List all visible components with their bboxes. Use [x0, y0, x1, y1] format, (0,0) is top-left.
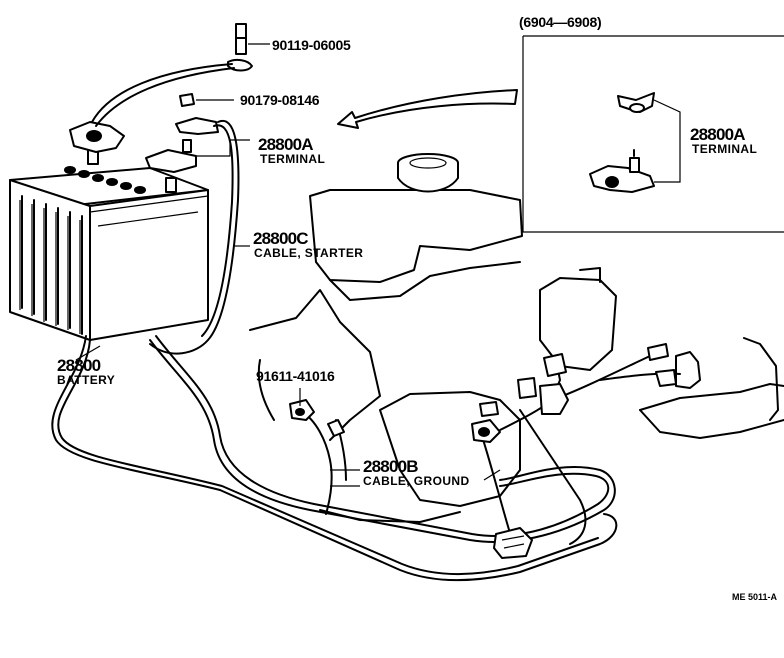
detail-arrow	[337, 89, 518, 129]
diagram-reference-code: ME 5011-A	[732, 592, 778, 602]
labels: 90119-06005 90179-08146 28800A TERMINAL …	[57, 37, 778, 602]
label-starter-cable-desc: CABLE, STARTER	[254, 246, 363, 260]
label-terminal-desc: TERMINAL	[260, 152, 325, 166]
connectors	[289, 343, 677, 559]
inset-part-code: 28800A	[690, 125, 745, 144]
inset-part-desc: TERMINAL	[692, 142, 757, 156]
inset-terminal-illustration	[589, 149, 655, 193]
bolt-90119	[235, 23, 247, 39]
label-battery-desc: BATTERY	[57, 373, 115, 387]
label-ground-cable-code: 28800B	[363, 457, 418, 476]
terminal-hardware	[69, 23, 253, 173]
label-nut-part-number: 90179-08146	[240, 92, 320, 108]
label-clamp-part-number: 91611-41016	[256, 368, 335, 384]
inset-border	[522, 35, 784, 233]
label-terminal-code: 28800A	[258, 135, 313, 154]
leader-lines	[75, 43, 501, 487]
label-ground-cable-desc: CABLE, GROUND	[363, 474, 470, 488]
inset-wing-nut-illustration	[617, 92, 655, 113]
label-starter-cable-code: 28800C	[253, 229, 308, 248]
engine-illustration	[249, 153, 784, 523]
battery-illustration	[9, 149, 209, 341]
inset-panel: (6904—6908) 28800A TERMINAL	[519, 14, 784, 233]
inset-leader-line	[653, 99, 681, 183]
label-bolt-part-number: 90119-06005	[272, 37, 351, 53]
label-battery-code: 28800	[57, 356, 101, 375]
inset-range-label: (6904—6908)	[519, 14, 601, 30]
